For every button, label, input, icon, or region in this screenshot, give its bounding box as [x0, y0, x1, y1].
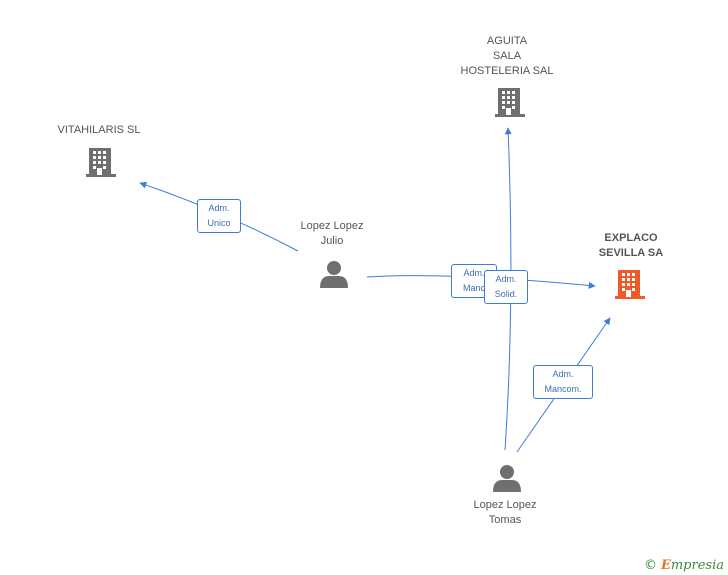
company-label-explaco[interactable]: EXPLACO SEVILLA SA [576, 231, 686, 261]
company-name-line: VITAHILARIS SL [57, 124, 141, 136]
person-name-line: Lopez Lopez [300, 220, 364, 232]
edge-label-line: Adm. [463, 268, 485, 278]
person-icon[interactable] [320, 261, 348, 288]
brand-logo-text: mpresia [670, 558, 724, 573]
company-name-line: HOSTELERIA SAL [460, 65, 554, 77]
person-name-line: Julio [320, 235, 344, 247]
company-name-line: SALA [492, 50, 522, 62]
company-name-line: AGUITA [486, 35, 528, 47]
edge-label-line: Adm. [208, 203, 230, 213]
building-icon[interactable] [86, 148, 116, 177]
edge-label-line: Adm. [495, 274, 517, 284]
company-label-vitahilaris[interactable]: VITAHILARIS SL [44, 123, 154, 138]
edge-label-line: Solid. [494, 289, 518, 299]
edge-label-line: Manc [462, 283, 485, 293]
edge-label-adm-solid: Adm. Solid. [484, 270, 528, 304]
person-name-line: Tomas [488, 514, 522, 526]
person-label-julio[interactable]: Lopez Lopez Julio [277, 219, 387, 249]
building-icon[interactable] [615, 270, 645, 299]
brand-footer: ©Empresia [644, 558, 724, 573]
company-label-aguita[interactable]: AGUITA SALA HOSTELERIA SAL [452, 34, 562, 79]
person-icon[interactable] [493, 465, 521, 492]
company-name-line: EXPLACO [604, 232, 658, 244]
edge-label-line: Adm. [552, 369, 574, 379]
edge-label-line: Mancom. [544, 384, 582, 394]
building-icon[interactable] [495, 86, 525, 117]
edge-label-line: Unico [207, 218, 231, 228]
brand-logo-letter: E [660, 558, 671, 573]
person-name-line: Lopez Lopez [473, 499, 537, 511]
edge-label-adm-unico: Adm. Unico [197, 199, 241, 233]
person-label-tomas[interactable]: Lopez Lopez Tomas [450, 498, 560, 528]
edge-label-adm-mancom-tomas: Adm. Mancom. [533, 365, 593, 399]
copyright-symbol: © [643, 558, 657, 573]
company-name-line: SEVILLA SA [598, 247, 664, 259]
